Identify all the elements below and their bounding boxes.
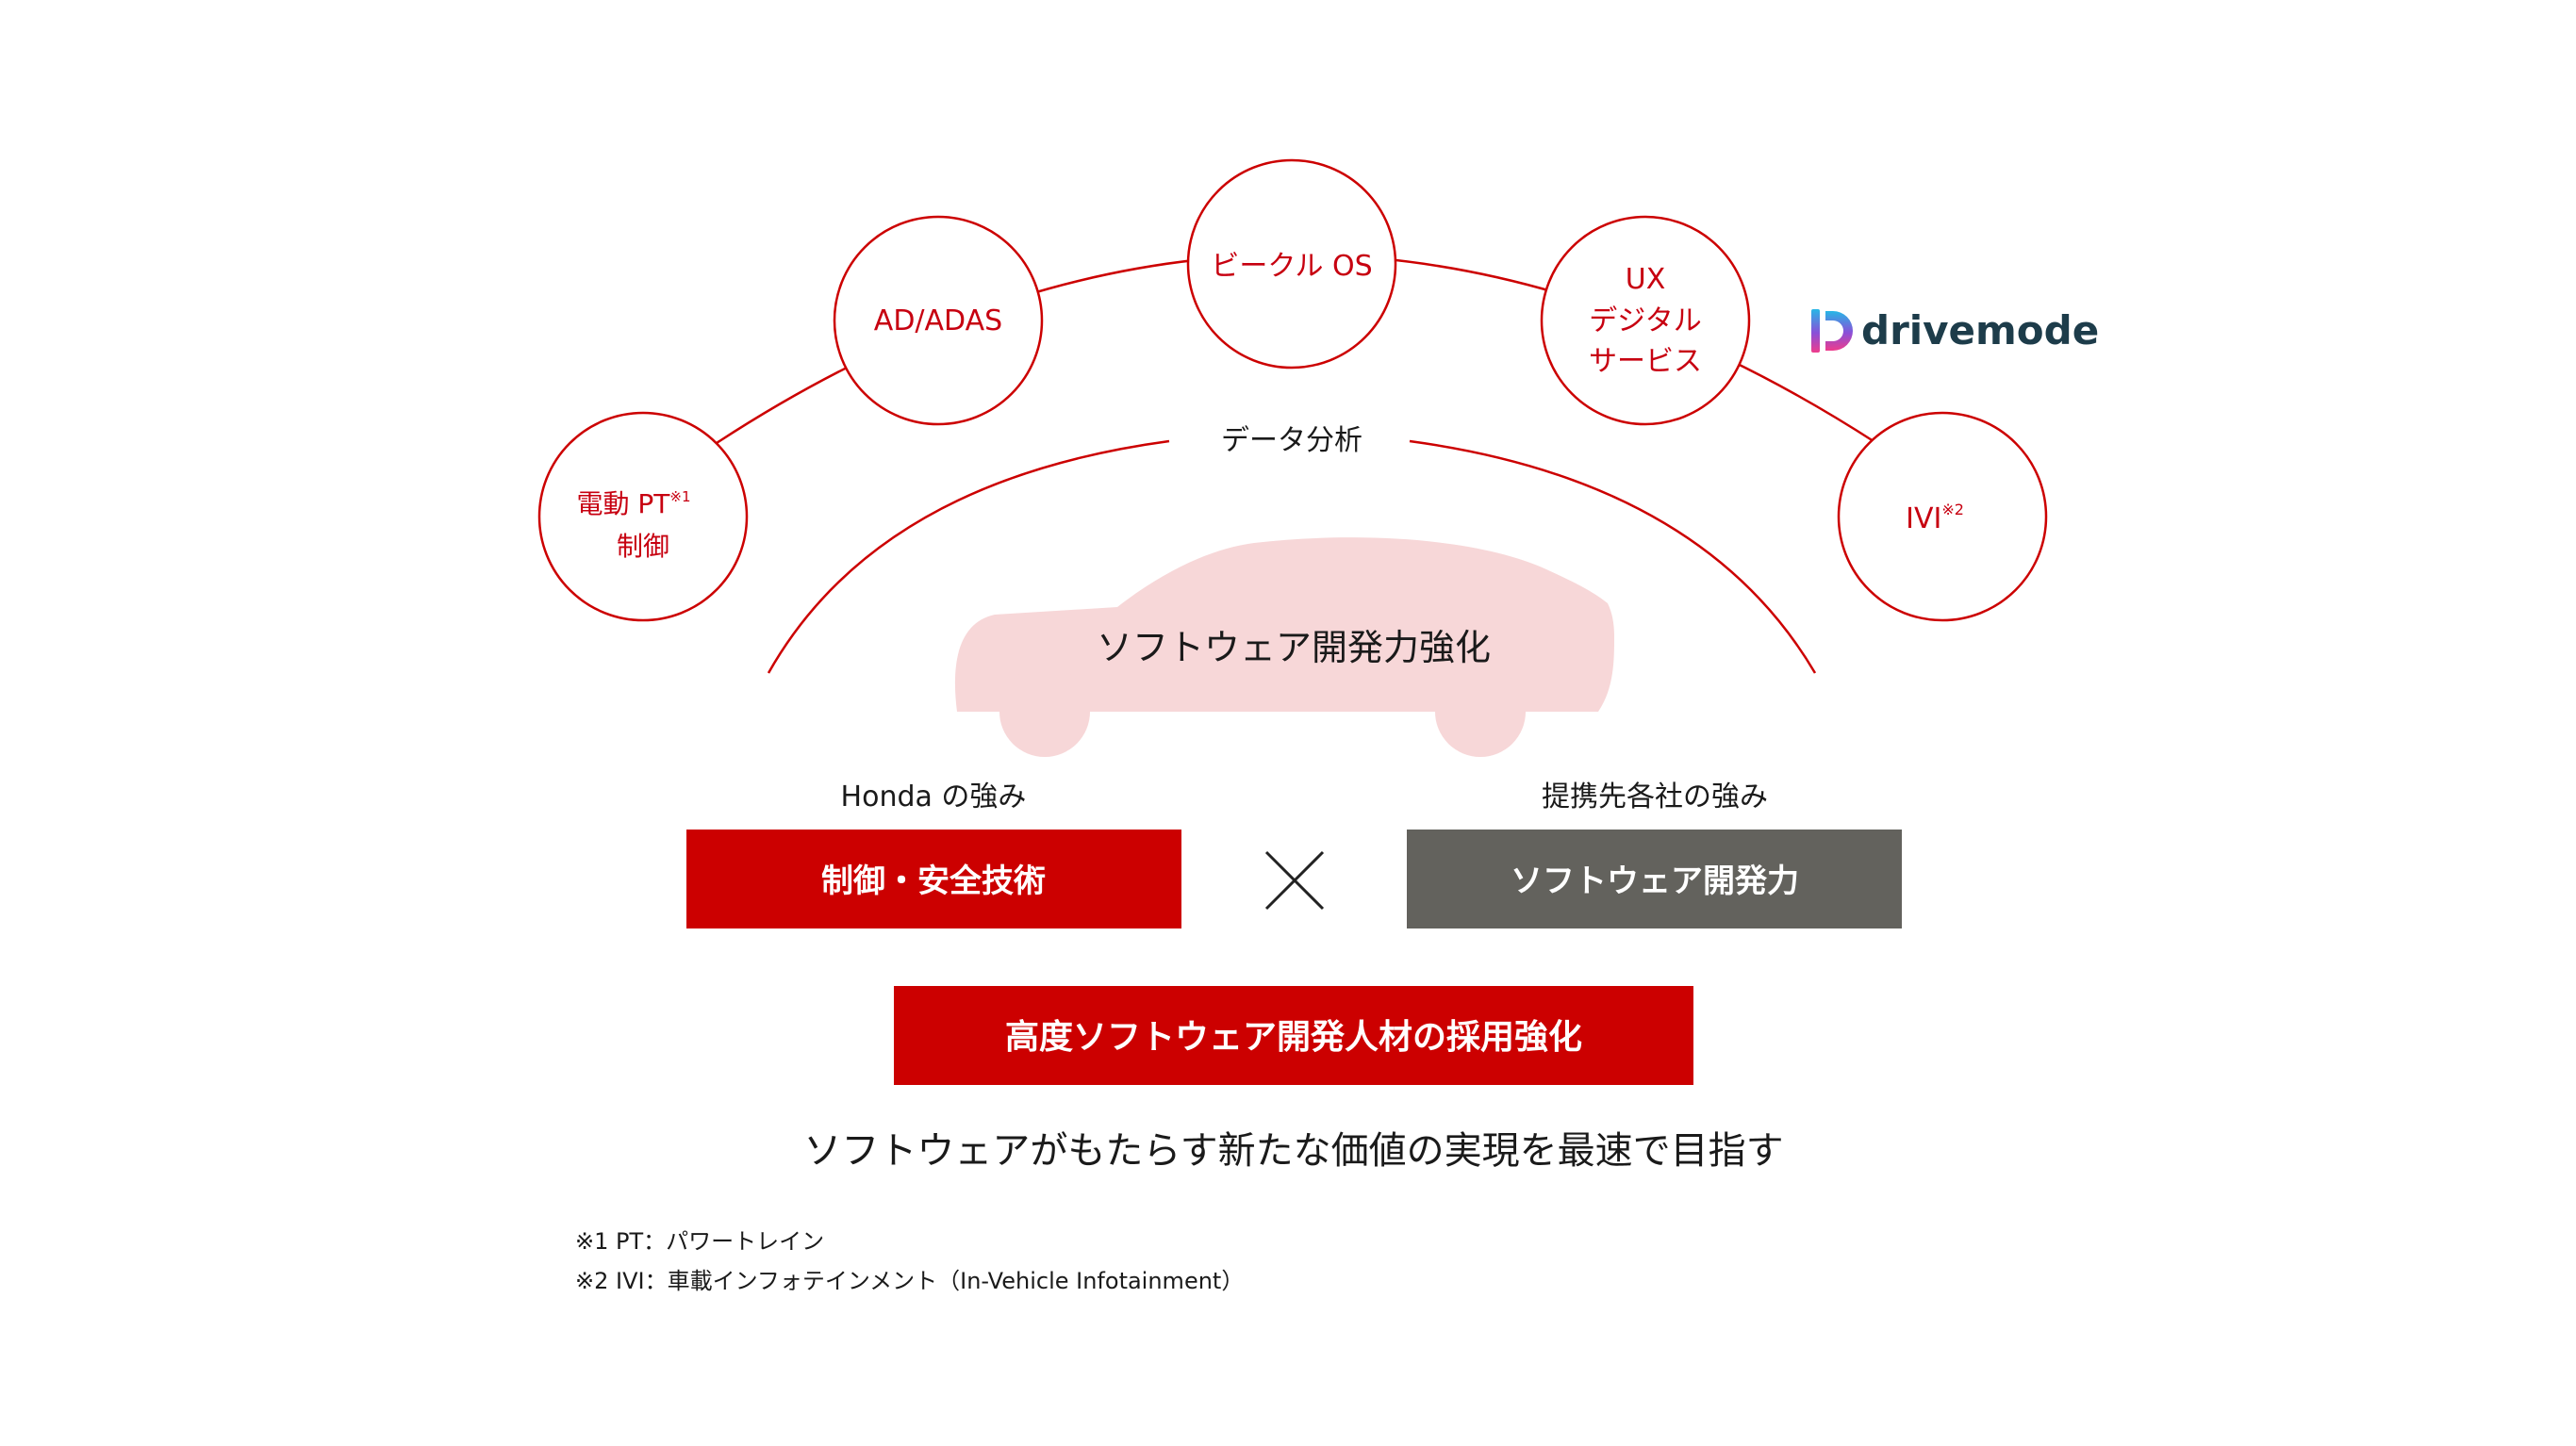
circle-pt-line2: 制御 xyxy=(617,531,669,562)
circle-ux-line3: サービス xyxy=(1589,345,1702,378)
circle-pt: 電動 PT※1 制御 xyxy=(537,411,749,622)
control-safety-label: 制御・安全技術 xyxy=(821,863,1046,900)
honda-strength-heading: Honda の強み xyxy=(841,781,1027,813)
footnote-2: ※2 IVI：車載インフォテインメント（In-Vehicle Infotainm… xyxy=(575,1268,1244,1294)
circle-ivi-sup: ※2 xyxy=(1941,501,1964,518)
circle-adas-label: AD/ADAS xyxy=(874,304,1002,337)
circle-ivi-label: IVI xyxy=(1906,502,1941,535)
circle-os: ビークル OS xyxy=(1186,158,1397,370)
circle-adas: AD/ADAS xyxy=(833,215,1044,426)
data-analysis-label: データ分析 xyxy=(1221,424,1362,457)
partner-strength-heading: 提携先各社の強み xyxy=(1542,781,1768,813)
circle-pt-line1: 電動 PT xyxy=(576,488,670,519)
inner-arc-right xyxy=(1409,439,1817,674)
multiply-icon xyxy=(1264,850,1325,911)
circle-ux: UX デジタル サービス xyxy=(1540,215,1751,426)
inner-arc-left xyxy=(767,439,1170,674)
svg-text:電動 PT※1: 電動 PT※1 xyxy=(576,488,690,519)
control-safety-box: 制御・安全技術 xyxy=(686,830,1181,928)
hiring-box: 高度ソフトウェア開発人材の採用強化 xyxy=(894,986,1693,1085)
software-dev-box: ソフトウェア開発力 xyxy=(1407,830,1902,928)
circle-pt-sup: ※1 xyxy=(669,488,690,505)
drivemode-logo: drivemode xyxy=(1811,307,2099,353)
car-label: ソフトウェア開発力強化 xyxy=(1097,627,1491,668)
svg-text:IVI※2: IVI※2 xyxy=(1906,501,1964,535)
hiring-label: 高度ソフトウェア開発人材の採用強化 xyxy=(1005,1018,1582,1057)
footnote-1: ※1 PT：パワートレイン xyxy=(575,1228,824,1255)
circle-ux-line2: デジタル xyxy=(1589,304,1701,337)
circle-os-label: ビークル OS xyxy=(1211,250,1372,283)
car-silhouette xyxy=(954,537,1614,757)
drivemode-logo-icon xyxy=(1811,309,1853,353)
circle-ux-line1: UX xyxy=(1626,263,1666,296)
circle-ivi: IVI※2 xyxy=(1837,411,2048,622)
software-dev-label: ソフトウェア開発力 xyxy=(1511,863,1799,900)
drivemode-logo-text: drivemode xyxy=(1861,307,2099,353)
tagline: ソフトウェアがもたらす新たな価値の実現を最速で目指す xyxy=(803,1129,1783,1173)
